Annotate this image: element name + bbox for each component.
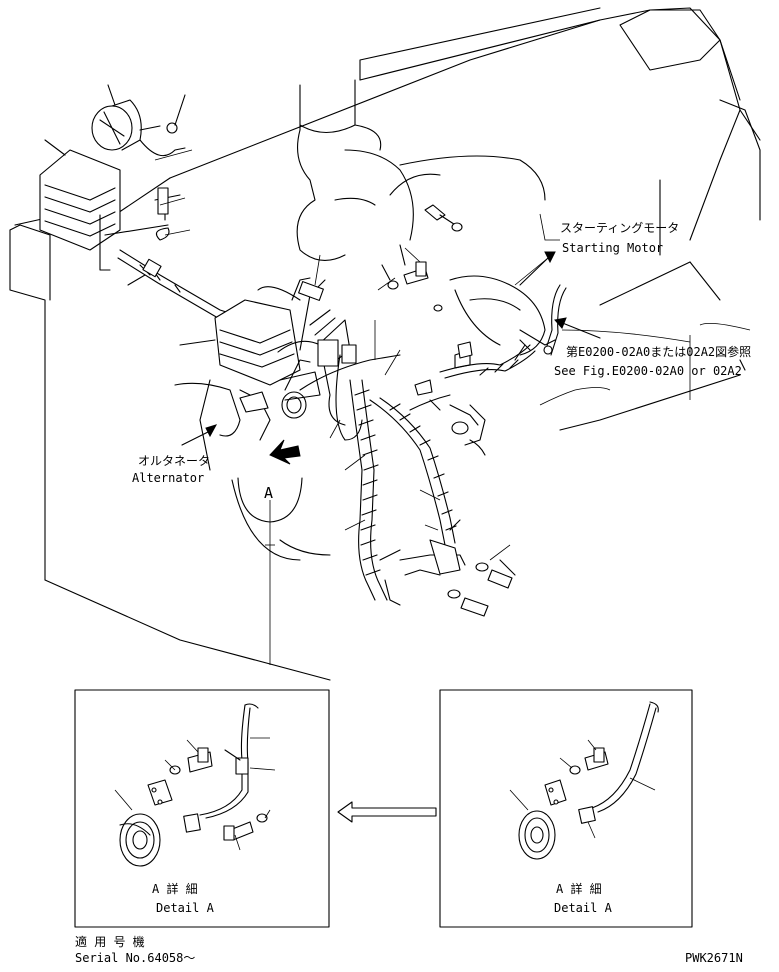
see-figure-label-en: See Fig.E0200-02A0 or 02A2 <box>554 364 742 378</box>
starting-motor <box>389 155 567 411</box>
center-louvered-guard <box>179 299 301 386</box>
callout-arrows <box>181 251 601 446</box>
detail-left-frame <box>74 689 330 928</box>
drawing-id: PWK2671N <box>685 951 743 965</box>
starting-motor-label-en: Starting Motor <box>562 241 663 255</box>
detail-right-frame <box>439 689 693 928</box>
detail-left-caption-en: Detail A <box>156 901 215 915</box>
detail-left-caption-jp: A 詳 細 <box>152 881 198 896</box>
left-louvered-guard <box>39 139 181 271</box>
alternator-label-en: Alternator <box>132 471 204 485</box>
bolts-upper <box>381 204 486 456</box>
main-assembly: A スターティングモータ Starting Motor 第E0200-02A0ま… <box>9 7 761 681</box>
detail-transition-arrow <box>337 801 437 823</box>
leader-lines <box>154 149 751 665</box>
alternator <box>174 279 331 561</box>
alternator-label-jp: オルタネータ <box>138 454 210 468</box>
detail-a-right: A 詳 細 Detail A <box>439 689 693 928</box>
bolts-lower <box>379 519 516 617</box>
see-figure-label-jp: 第E0200-02A0または02A2図参照 <box>566 344 751 359</box>
applicable-serial-heading: 適 用 号 機 <box>75 934 145 949</box>
detail-a-left: A 詳 細 Detail A <box>74 689 330 928</box>
view-letter-callout: A <box>237 477 303 523</box>
exhaust-stack <box>296 79 414 261</box>
starting-motor-label-jp: スターティングモータ <box>560 221 679 235</box>
harness-main <box>284 277 457 601</box>
view-letter: A <box>264 484 273 502</box>
serial-number: Serial No.64058～ <box>75 951 195 965</box>
work-lamp <box>91 84 186 157</box>
detail-right-caption-jp: A 詳 細 <box>556 881 602 896</box>
footer: 適 用 号 機 Serial No.64058～ PWK2671N <box>75 934 743 965</box>
detail-right-caption-en: Detail A <box>554 901 613 915</box>
